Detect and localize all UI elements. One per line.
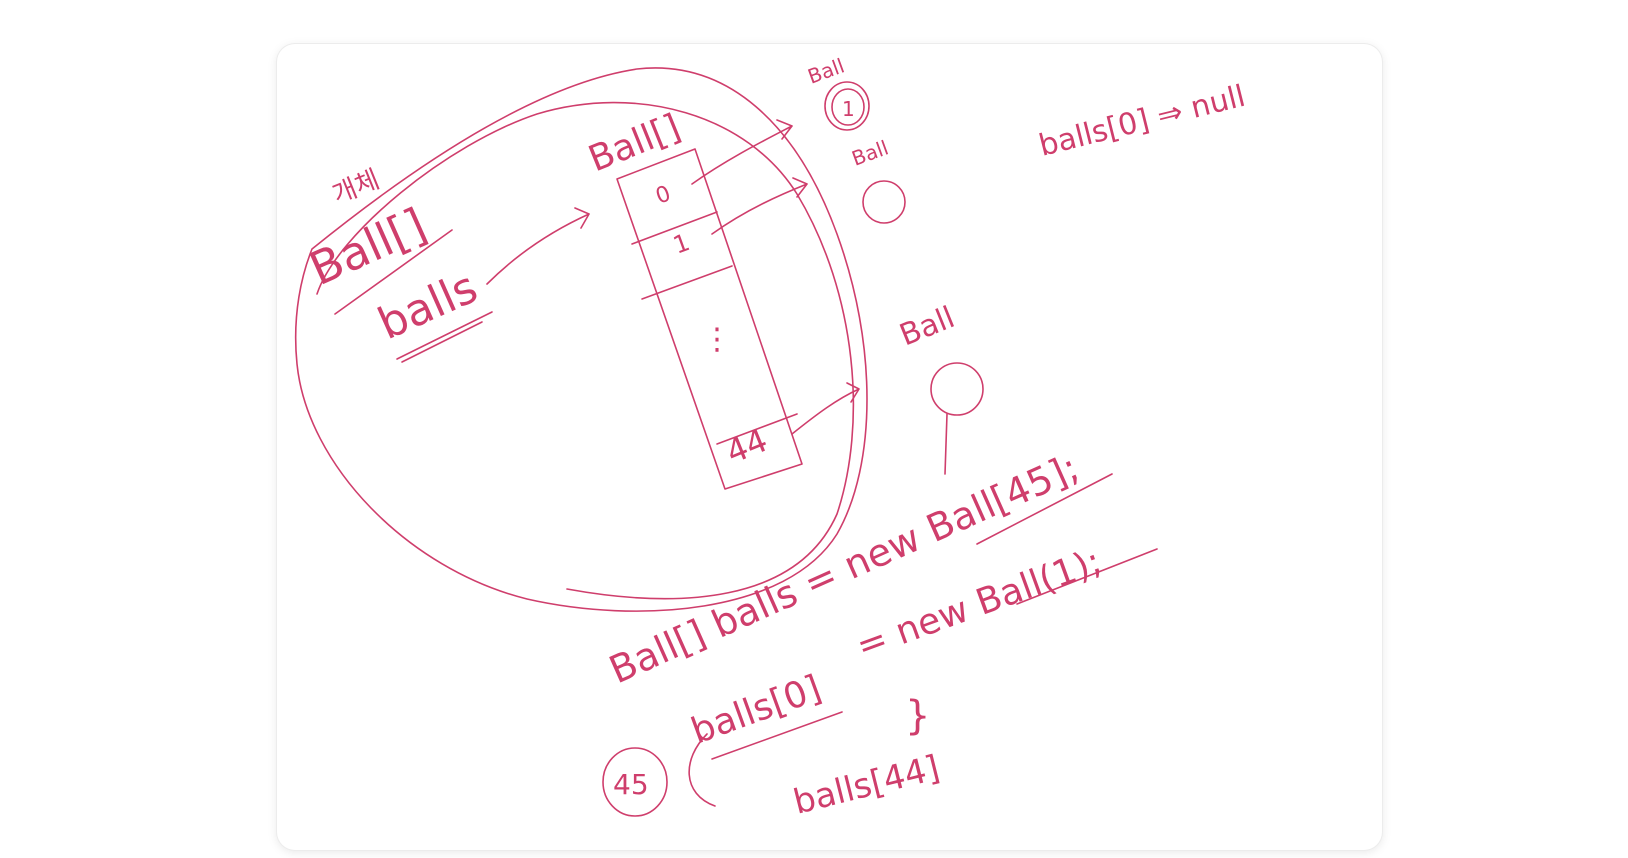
object-blob-outline xyxy=(294,67,868,612)
array-column xyxy=(616,148,803,490)
ball-right-tail xyxy=(944,413,948,475)
array-slot-44: 44 xyxy=(721,421,773,471)
array-divider-2 xyxy=(641,265,733,300)
code-line-2-left: balls[0] xyxy=(686,668,827,753)
object-blob-outline-2 xyxy=(316,101,855,600)
slot44-arrow xyxy=(791,382,860,435)
drawing-layer: 개체 Ball[] balls Ball[] 0 1 ⋮ 44 Ball 1 B… xyxy=(294,53,1249,823)
code-line-1: Ball[] balls = new Ball[45]; xyxy=(603,445,1085,692)
new-ball-underline xyxy=(1016,548,1158,605)
ball-right-label: Ball xyxy=(895,300,960,353)
null-note: balls[0] ⇒ null xyxy=(1035,79,1248,164)
slot0-arrow xyxy=(691,119,793,185)
ball-right-circle xyxy=(930,362,984,416)
ball-top-value: 1 xyxy=(842,97,855,121)
brace-mark: } xyxy=(905,693,930,739)
handle-label: 개체 xyxy=(328,165,384,211)
ball-top-circle xyxy=(824,81,870,131)
ball-top-circle-2 xyxy=(831,88,865,126)
ball-mid-label: Ball xyxy=(849,135,892,170)
var-name-underline xyxy=(396,311,493,363)
balls0-underline xyxy=(711,711,843,760)
array-slot-1: 1 xyxy=(669,228,693,260)
count-circle xyxy=(602,747,668,817)
new-ball-array-underline xyxy=(976,473,1113,545)
var-type-label: Ball[] xyxy=(302,197,435,296)
slot1-arrow xyxy=(711,177,808,235)
big-paren xyxy=(688,733,716,807)
var-type-underline xyxy=(334,229,453,315)
reference-arrow xyxy=(486,207,590,285)
array-divider-1 xyxy=(631,211,718,245)
ball-mid-circle xyxy=(862,180,906,224)
array-slot-0: 0 xyxy=(653,181,675,209)
code-line-3: balls[44] xyxy=(790,748,944,823)
array-slot-dots: ⋮ xyxy=(702,322,732,357)
circle-count-label: 45 xyxy=(613,768,649,801)
array-type-label: Ball[] xyxy=(583,107,686,181)
whiteboard-canvas: 개체 Ball[] balls Ball[] 0 1 ⋮ 44 Ball 1 B… xyxy=(277,44,1382,850)
array-divider-3 xyxy=(716,413,798,445)
